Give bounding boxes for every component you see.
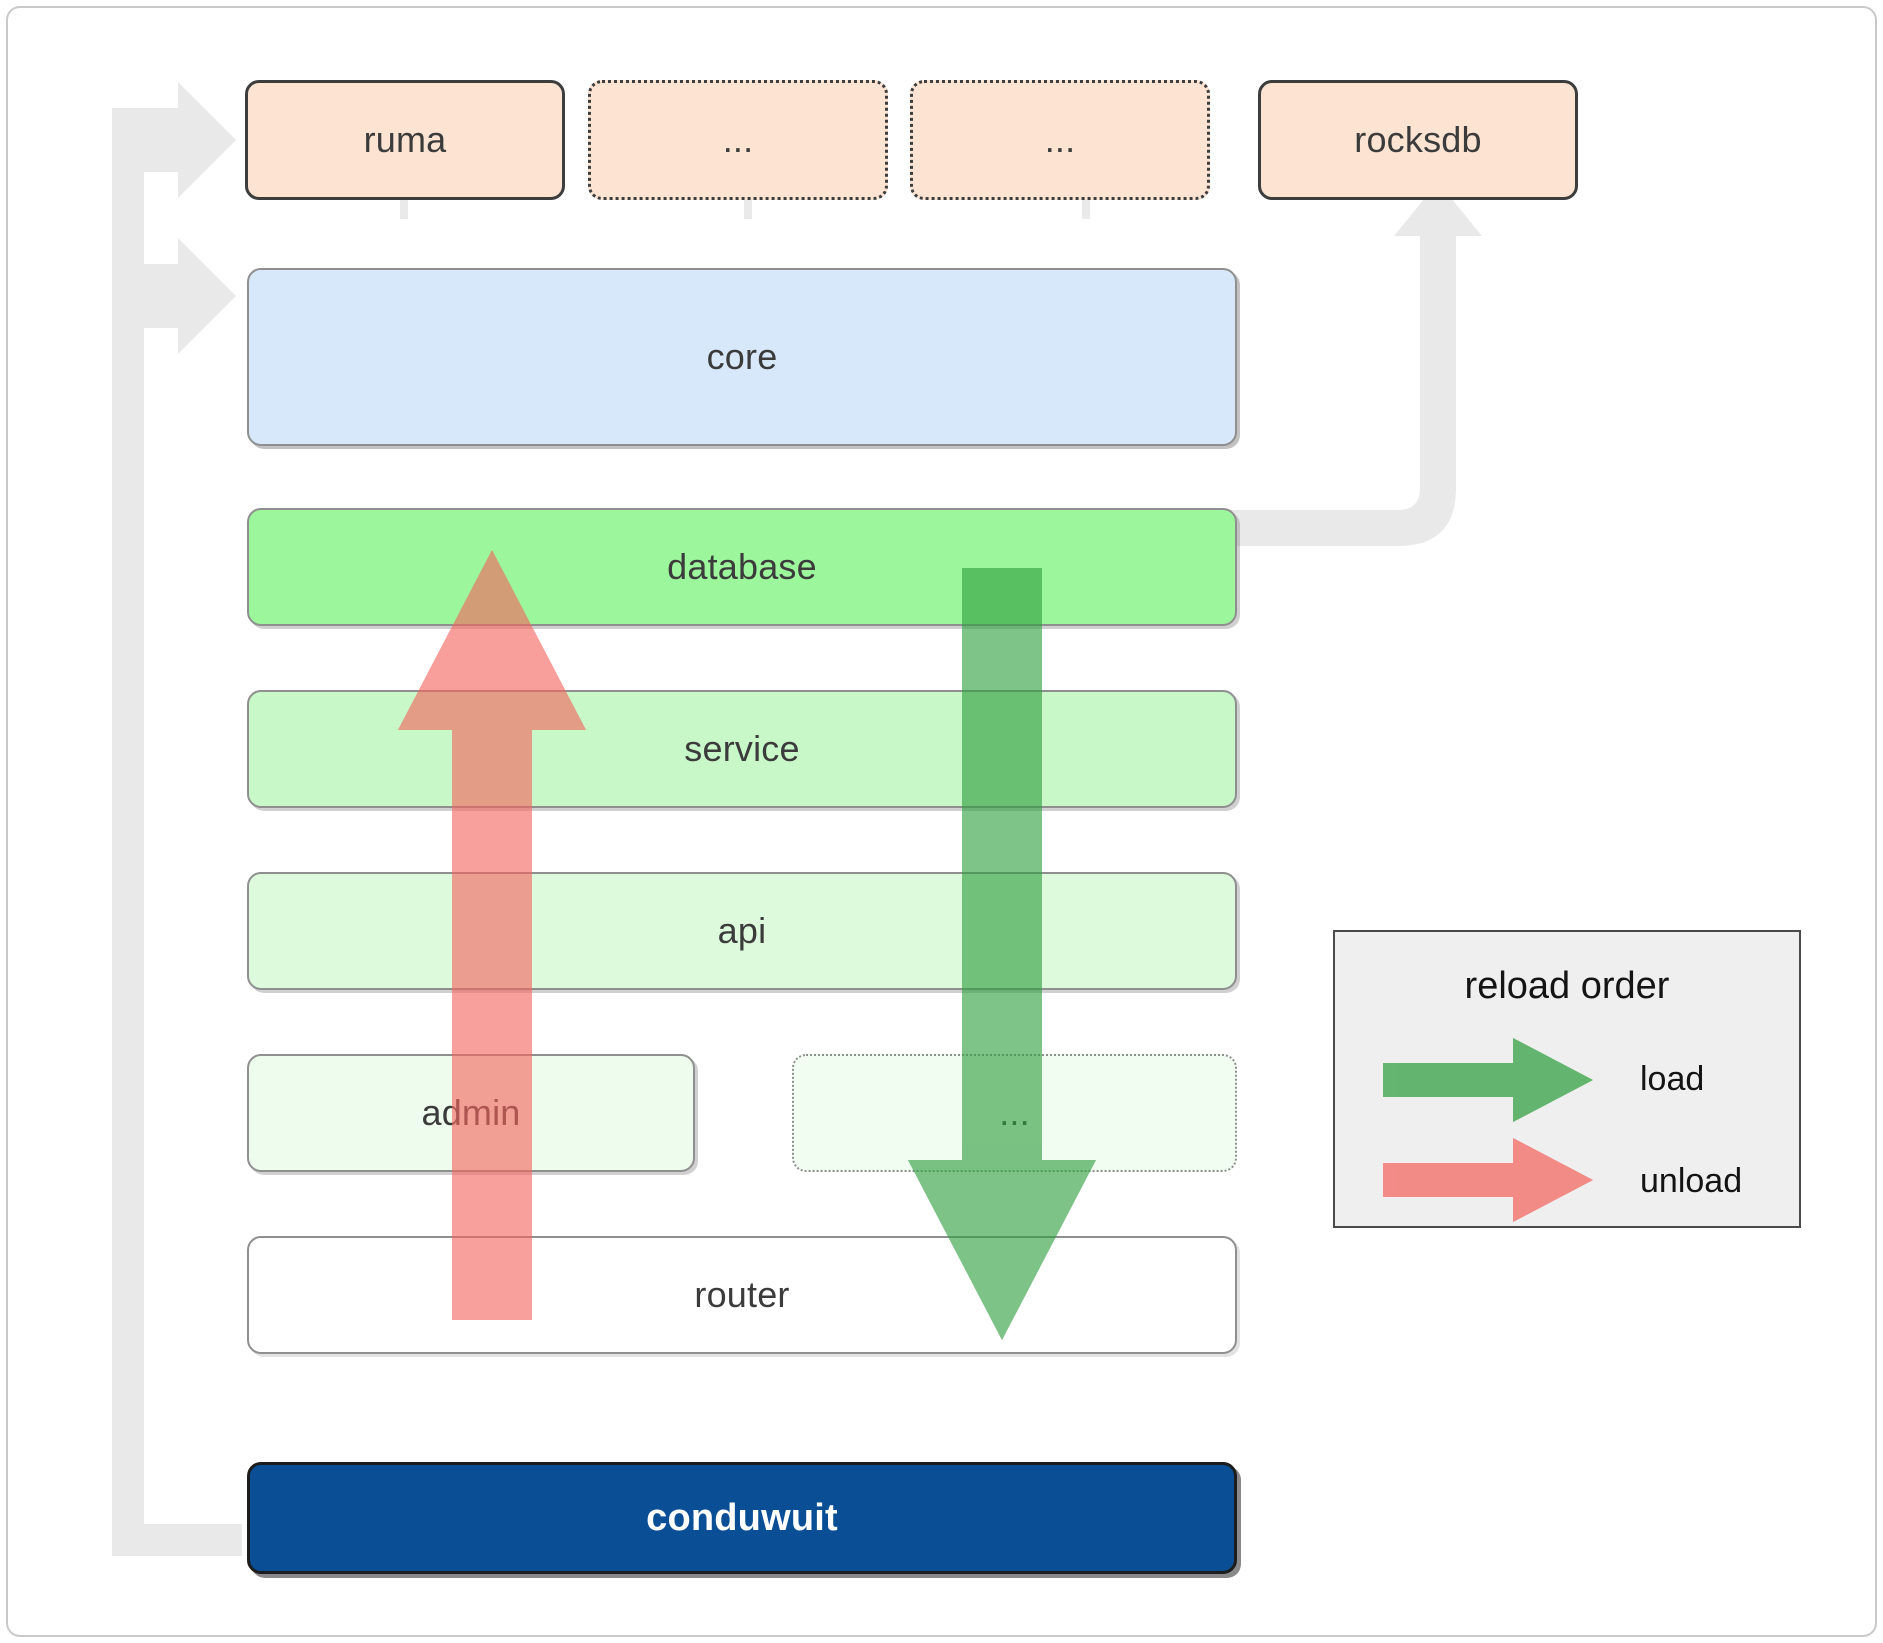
layer-box-ellipsis[interactable]: ... — [792, 1054, 1237, 1172]
crate-box-ruma[interactable]: ruma — [245, 80, 565, 200]
root-binary-box-conduwuit[interactable]: conduwuit — [247, 1462, 1237, 1574]
layer-label: core — [706, 336, 778, 377]
crate-label: ... — [1044, 119, 1076, 160]
layer-label: admin — [421, 1092, 521, 1133]
crate-label: ... — [722, 119, 754, 160]
layer-box-api[interactable]: api — [247, 872, 1237, 990]
layer-box-service[interactable]: service — [247, 690, 1237, 808]
crate-box-rocksdb[interactable]: rocksdb — [1258, 80, 1578, 200]
legend-label-load: load — [1640, 1060, 1705, 1098]
layer-box-router[interactable]: router — [247, 1236, 1237, 1354]
layer-box-database[interactable]: database — [247, 508, 1237, 626]
layer-label: service — [684, 728, 800, 769]
crate-box-ellipsis-1[interactable]: ... — [588, 80, 888, 200]
layer-box-core[interactable]: core — [247, 268, 1237, 446]
crate-label: rocksdb — [1354, 119, 1482, 160]
layer-label: api — [717, 910, 767, 951]
layer-label: database — [667, 546, 817, 587]
legend-title: reload order — [1464, 965, 1670, 1007]
root-binary-label: conduwuit — [646, 1496, 838, 1539]
diagram-frame — [6, 6, 1877, 1637]
layer-box-admin[interactable]: admin — [247, 1054, 695, 1172]
layer-label: ... — [999, 1092, 1030, 1133]
crate-label: ruma — [363, 119, 447, 160]
legend-label-unload: unload — [1640, 1162, 1743, 1200]
crate-box-ellipsis-2[interactable]: ... — [910, 80, 1210, 200]
layer-label: router — [694, 1274, 790, 1315]
